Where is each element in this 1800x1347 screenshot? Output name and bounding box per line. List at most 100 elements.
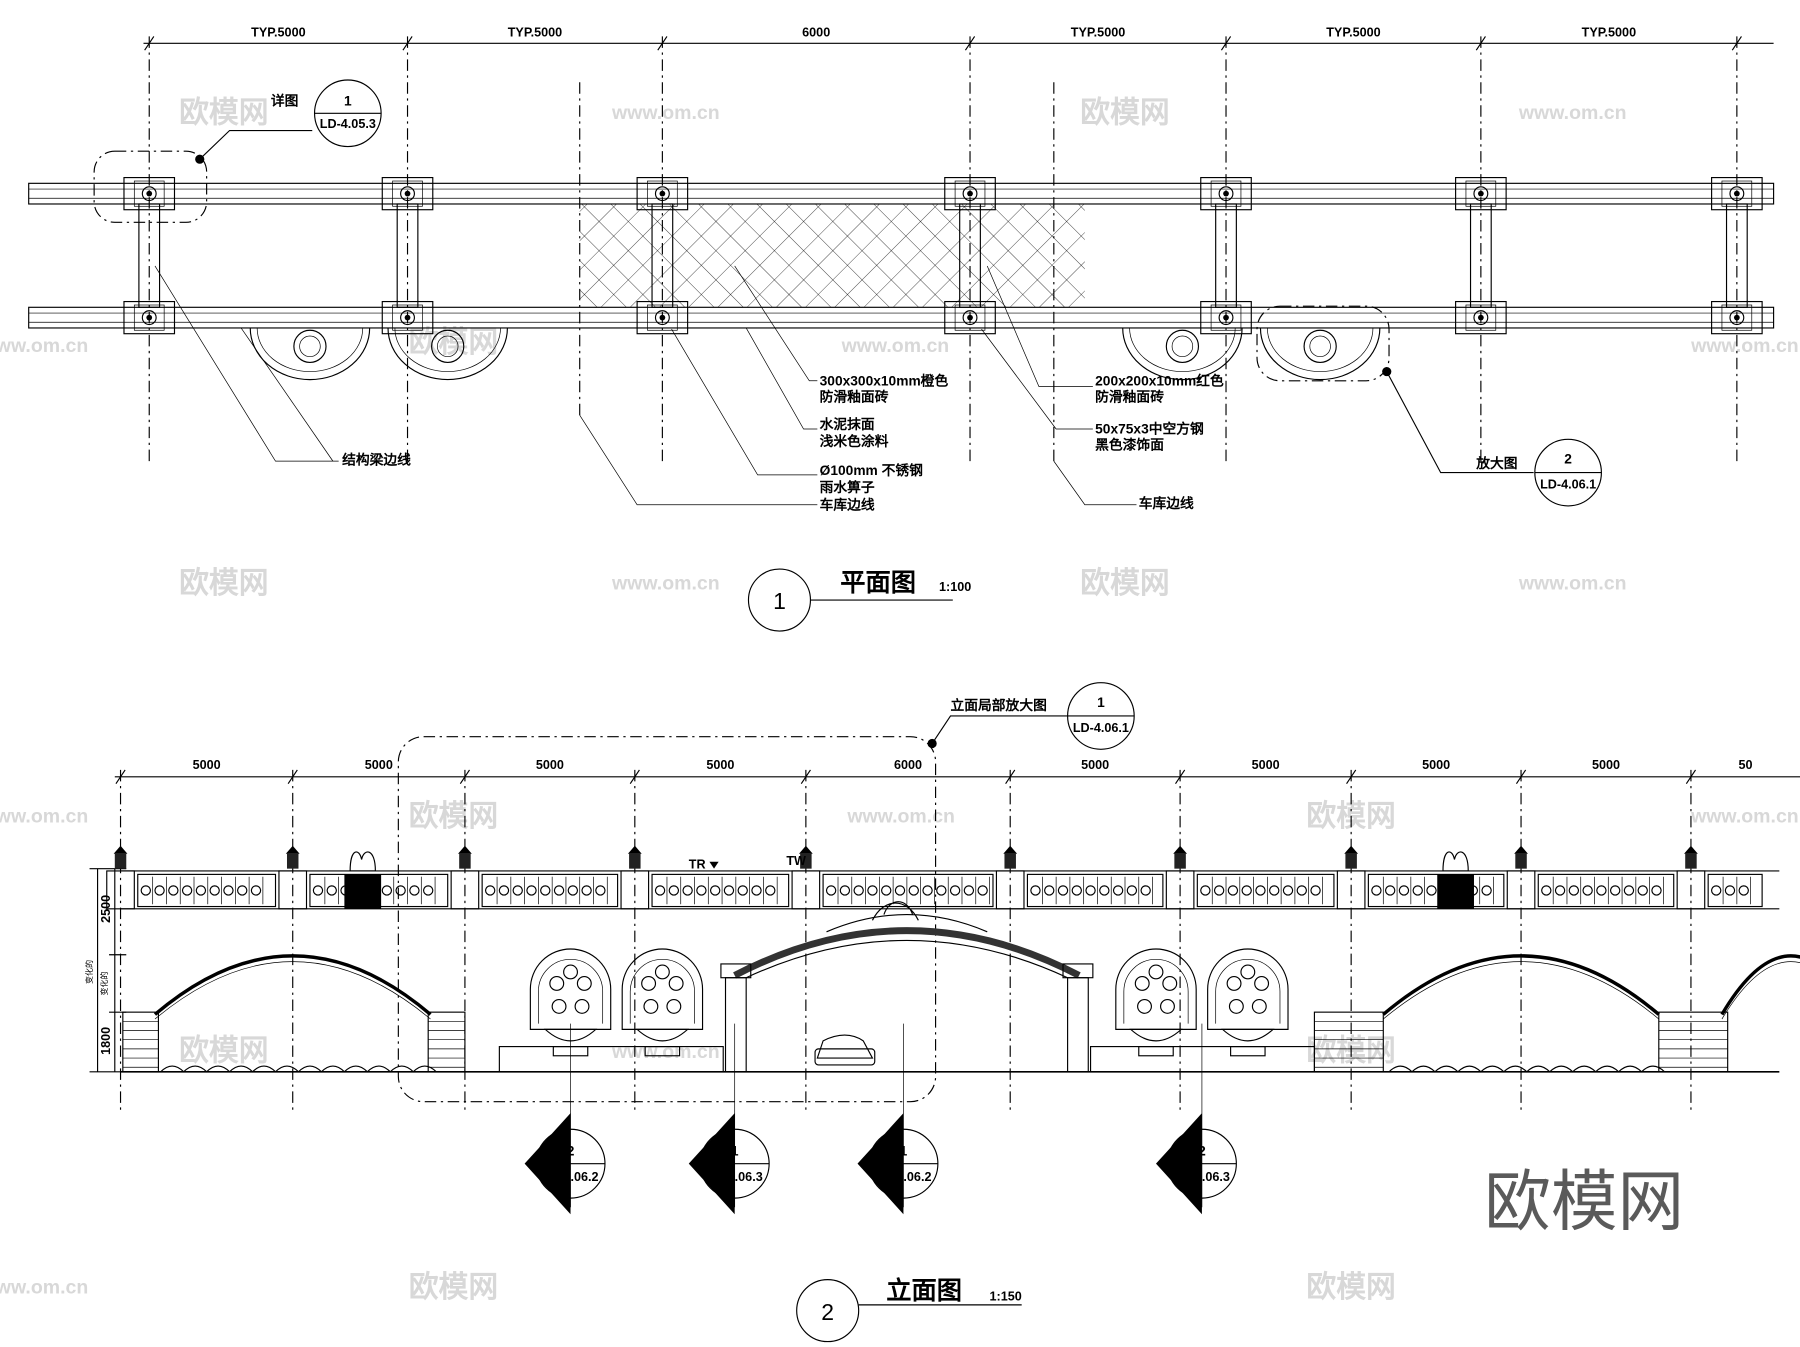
stone-pier — [1658, 1011, 1729, 1073]
watermark-url: www.om.cn — [0, 806, 88, 828]
section-marker[interactable]: 1LD-4.06.3 — [688, 1023, 770, 1215]
ornamental-fountain — [529, 948, 612, 1057]
iron-railing-panel — [481, 873, 619, 908]
beam — [396, 203, 419, 308]
fence-post — [450, 845, 480, 910]
plan-title-number: 1 — [773, 588, 786, 614]
enlarge-sheet: LD-4.06.1 — [1540, 478, 1596, 492]
elevation-dimension-label: 50 — [1738, 758, 1752, 772]
iron-railing-panel — [822, 873, 994, 908]
vertical-dimensions: 2500 1800 变化的 变化的 — [84, 868, 127, 1073]
section-sheet: LD-4.06.2 — [875, 1170, 931, 1184]
plan-wall-top — [28, 182, 1775, 205]
dark-panel — [344, 874, 382, 909]
section-sheet: LD-4.06.2 — [542, 1170, 598, 1184]
fence-post — [995, 845, 1025, 910]
elevation-title: 2 立面图 1:150 — [796, 1276, 1022, 1343]
tile-paving-hatch — [579, 203, 1085, 308]
elevation-enlarge-number: 1 — [1097, 695, 1105, 710]
column — [1711, 177, 1763, 211]
section-marker[interactable]: 1LD-4.06.2 — [857, 1023, 939, 1215]
detail-label: 详图 — [271, 92, 299, 108]
elevation-dimension-label: 6000 — [894, 758, 922, 772]
column — [123, 300, 176, 335]
fence-post — [1676, 845, 1706, 910]
note-cement-2: 浅米色涂料 — [820, 433, 889, 449]
beam — [1215, 203, 1237, 308]
enlarge-number: 2 — [1564, 451, 1572, 466]
column — [636, 300, 689, 335]
watermark-logo: 欧模网 — [1080, 96, 1169, 129]
section-number: 2 — [567, 1144, 575, 1159]
watermark-url: www.om.cn — [1518, 102, 1627, 124]
elevation-enlarge-label: 立面局部放大图 — [951, 697, 1047, 713]
plan-dimension-label: 6000 — [802, 25, 830, 39]
drain-planter — [387, 327, 508, 381]
watermark-logo: 欧模网 — [409, 800, 498, 833]
detail-callout[interactable]: 1 LD-4.05.3 — [313, 79, 382, 148]
watermark-url: www.om.cn — [0, 1276, 88, 1298]
enlarge-callout[interactable]: 2 LD-4.06.1 — [1534, 438, 1602, 507]
detail-cloud — [93, 150, 208, 223]
note-beam-edge: 结构梁边线 — [342, 452, 411, 468]
elevation-dimension-label: 5000 — [1422, 758, 1450, 772]
iron-railing-panel — [1026, 873, 1164, 908]
iron-railing-panel — [651, 873, 790, 908]
iron-railing-panel — [1196, 873, 1335, 908]
note-drain-2: 雨水箅子 — [820, 479, 875, 495]
column — [944, 177, 996, 211]
watermark-url: www.om.cn — [611, 1041, 720, 1063]
section-marker[interactable]: 2LD-4.06.3 — [1155, 1023, 1237, 1215]
watermark-url: www.om.cn — [1690, 806, 1799, 828]
note-tile-red: 200x200x10mm红色 — [1095, 372, 1224, 388]
level-mark-tw: TW — [786, 854, 806, 868]
elevation-enlarge-callout[interactable]: 1 LD-4.06.1 — [1067, 682, 1135, 750]
note-garage-left: 车库边线 — [820, 496, 875, 512]
elevation-enlarge-sheet: LD-4.06.1 — [1073, 721, 1129, 735]
plan-title-name: 平面图 — [840, 569, 916, 597]
dim-variable-inner: 变化的 — [99, 971, 109, 995]
stone-arch — [1382, 954, 1660, 1020]
fence-post — [278, 845, 308, 910]
section-sheet: LD-4.06.3 — [1174, 1170, 1230, 1184]
beam — [959, 203, 981, 308]
note-cement: 水泥抹面 — [820, 416, 875, 432]
elevation-dimension-label: 5000 — [1592, 758, 1620, 772]
watermark-url: www.om.cn — [846, 806, 955, 828]
note-tile-red-2: 防滑釉面砖 — [1095, 388, 1164, 404]
column — [1455, 177, 1507, 211]
iron-railing-panel — [1367, 873, 1505, 908]
plan-title: 1 平面图 1:100 — [747, 568, 971, 632]
fence-post — [1506, 845, 1536, 910]
enlarge-cloud — [1256, 305, 1390, 382]
watermark-url: www.om.cn — [611, 102, 720, 124]
section-sheet: LD-4.06.3 — [707, 1170, 763, 1184]
section-number: 2 — [1198, 1144, 1206, 1159]
column — [1711, 300, 1763, 335]
stone-arch — [153, 954, 432, 1020]
plan-dimension-label: TYP.5000 — [251, 25, 305, 39]
elevation-dimension-label: 5000 — [1252, 758, 1280, 772]
elevation-title-name: 立面图 — [886, 1276, 962, 1305]
note-steel-2: 黑色漆饰面 — [1095, 437, 1164, 453]
section-marker[interactable]: 2LD-4.06.2 — [524, 1023, 606, 1215]
enlarge-cloud-elevation — [397, 736, 937, 1103]
watermark-url: www.om.cn — [841, 335, 950, 357]
column — [123, 177, 176, 211]
elevation-dimension-label: 5000 — [706, 758, 734, 772]
column — [381, 177, 434, 211]
gate-arch — [720, 901, 1094, 1073]
note-tile-orange-2: 防滑釉面砖 — [820, 388, 889, 404]
section-number: 1 — [731, 1144, 739, 1159]
fence-post — [620, 845, 650, 910]
plan-wall-bottom — [28, 306, 1775, 329]
ornamental-fountain — [1207, 948, 1289, 1057]
beam — [651, 203, 674, 308]
note-drain: Ø100mm 不锈钢 — [820, 462, 924, 478]
watermark-logo: 欧模网 — [179, 1034, 268, 1067]
watermark-logo: 欧模网 — [1306, 1271, 1395, 1304]
brand-watermark: 欧模网 — [1484, 1166, 1684, 1240]
stone-arch — [1720, 954, 1800, 1020]
iron-railing-panel — [137, 873, 277, 908]
watermark-logo: 欧模网 — [179, 96, 268, 129]
